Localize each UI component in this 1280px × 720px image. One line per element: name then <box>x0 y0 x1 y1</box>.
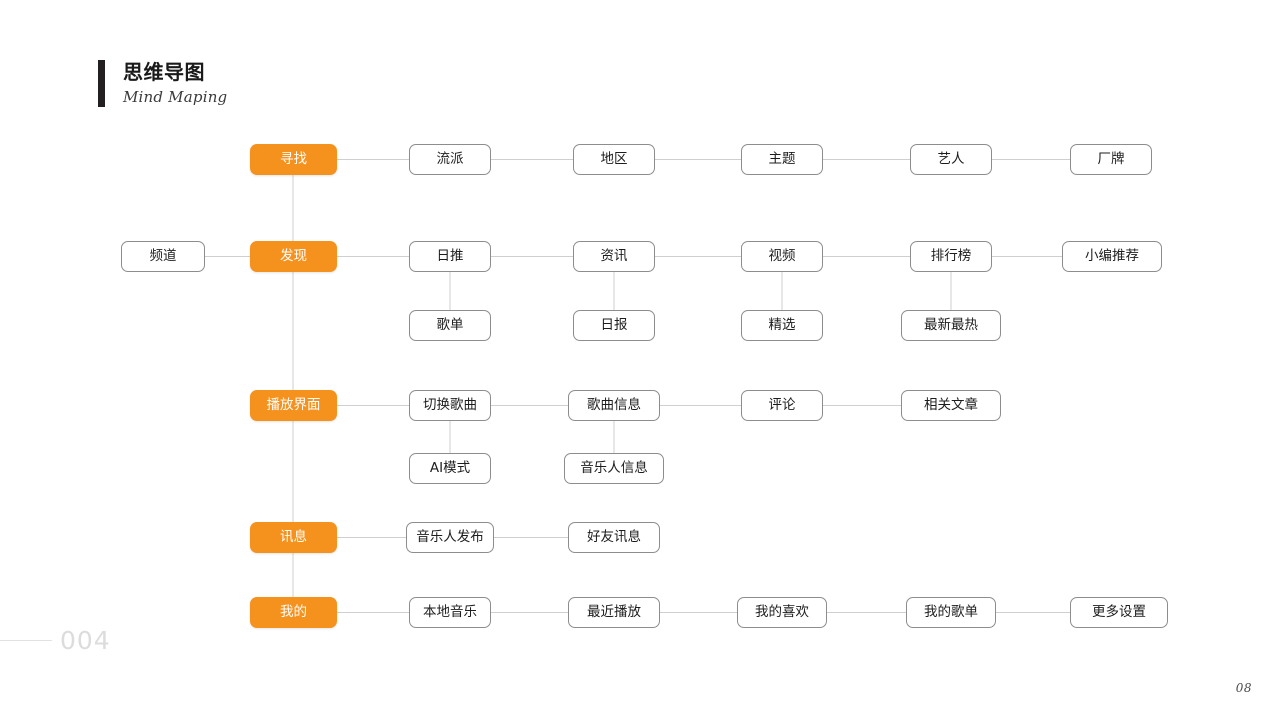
footer-divider-line <box>0 640 52 641</box>
node-厂牌[interactable]: 厂牌 <box>1070 144 1152 175</box>
node-我的喜欢[interactable]: 我的喜欢 <box>737 597 827 628</box>
node-AI模式[interactable]: AI模式 <box>409 453 491 484</box>
footer-left-group: 004 <box>0 628 111 653</box>
node-流派[interactable]: 流派 <box>409 144 491 175</box>
node-相关文章[interactable]: 相关文章 <box>901 390 1001 421</box>
node-更多设置[interactable]: 更多设置 <box>1070 597 1168 628</box>
node-主题[interactable]: 主题 <box>741 144 823 175</box>
node-切换歌曲[interactable]: 切换歌曲 <box>409 390 491 421</box>
node-视频[interactable]: 视频 <box>741 241 823 272</box>
footer-section-number: 004 <box>60 626 111 655</box>
root-node-播放界面[interactable]: 播放界面 <box>250 390 337 421</box>
node-最新最热[interactable]: 最新最热 <box>901 310 1001 341</box>
node-艺人[interactable]: 艺人 <box>910 144 992 175</box>
node-本地音乐[interactable]: 本地音乐 <box>409 597 491 628</box>
page-title: 思维导图 <box>123 60 205 84</box>
node-最近播放[interactable]: 最近播放 <box>568 597 660 628</box>
root-node-寻找[interactable]: 寻找 <box>250 144 337 175</box>
node-音乐人发布[interactable]: 音乐人发布 <box>406 522 494 553</box>
root-node-讯息[interactable]: 讯息 <box>250 522 337 553</box>
page-header: 思维导图 Mind Maping <box>98 60 227 108</box>
page-subtitle: Mind Maping <box>123 88 228 106</box>
node-我的歌单[interactable]: 我的歌单 <box>906 597 996 628</box>
title-text-group: 思维导图 Mind Maping <box>123 60 227 108</box>
node-地区[interactable]: 地区 <box>573 144 655 175</box>
title-accent-bar <box>98 60 105 107</box>
node-评论[interactable]: 评论 <box>741 390 823 421</box>
node-排行榜[interactable]: 排行榜 <box>910 241 992 272</box>
node-资讯[interactable]: 资讯 <box>573 241 655 272</box>
node-音乐人信息[interactable]: 音乐人信息 <box>564 453 664 484</box>
root-node-我的[interactable]: 我的 <box>250 597 337 628</box>
node-频道[interactable]: 频道 <box>121 241 205 272</box>
root-node-发现[interactable]: 发现 <box>250 241 337 272</box>
node-精选[interactable]: 精选 <box>741 310 823 341</box>
page-number: 08 <box>1235 681 1252 695</box>
node-日推[interactable]: 日推 <box>409 241 491 272</box>
node-歌曲信息[interactable]: 歌曲信息 <box>568 390 660 421</box>
node-歌单[interactable]: 歌单 <box>409 310 491 341</box>
node-好友讯息[interactable]: 好友讯息 <box>568 522 660 553</box>
node-小编推荐[interactable]: 小编推荐 <box>1062 241 1162 272</box>
node-日报[interactable]: 日报 <box>573 310 655 341</box>
